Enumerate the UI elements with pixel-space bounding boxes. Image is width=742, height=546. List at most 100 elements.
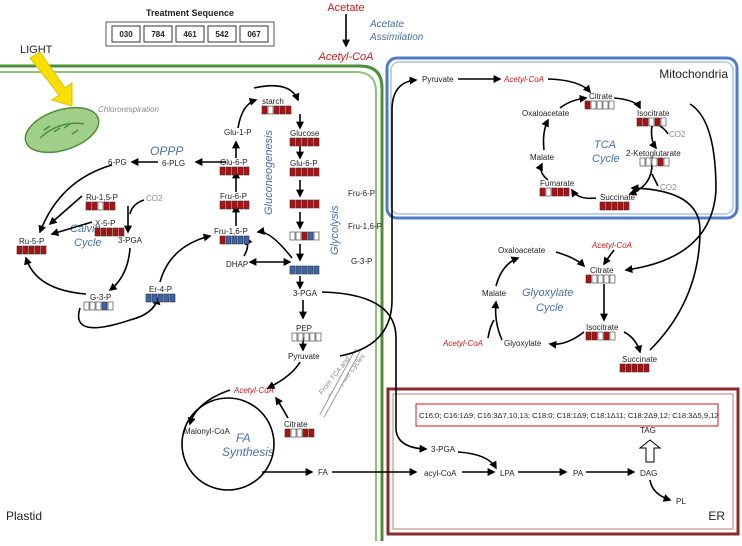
arrow-g3p-er4p [77,296,161,329]
fumarate-label: Fumarate [540,179,575,188]
heatmap-cell-succinate_mito [611,201,618,211]
pyruvate-mito-label: Pyruvate [422,75,454,84]
heatmap-cell-ketoglutarate [651,157,658,167]
heatmap-cell-isocitrate_gly [603,331,610,341]
er-metabolites: 3-PGA acyl-CoA LPA PA DAG TAG PL [424,426,686,506]
heatmap-cell-ru15p [97,201,104,211]
malonyl-coa-label: Malonyl-CoA [184,427,230,436]
ketoglutarate-label: 2-Ketoglutarate [626,149,681,158]
arrow-acetylcoa-citrate [547,78,592,94]
malate-mito-label: Malate [530,153,555,162]
heatmap-cell-isocitrate_mito [642,117,649,127]
heatmap-cell-fru16p_gly [289,231,296,241]
glucose-label: Glucose [290,129,320,138]
heatmap-cell-starch [273,105,280,115]
g3p-calvin-label: G-3-P [90,293,111,302]
heatmap-cell-ru5p [16,245,23,255]
heatmap-cell-fru6p_l [219,200,226,210]
treatment-code: 542 [215,30,229,39]
citrate-gly-label: Citrate [590,266,614,275]
heatmap-cell-dhap_gly [301,265,308,275]
acetyl-coa-plastid-label: Acetyl-CoA [233,386,274,395]
heatmap-cell-isocitrate_gly [597,331,604,341]
heatmap-cell-fumarate [557,187,564,197]
co2-mito-2-label: CO2 [660,183,677,192]
arrow-acetylcoa-citrate-gly [603,249,615,266]
heatmap-cell-citrate_mito [584,100,591,110]
light-arrow-icon [29,51,73,107]
heatmap-cell-fumarate [563,187,570,197]
pep-label: PEP [296,324,312,333]
heatmap-cell-fru16p_l [231,235,238,245]
arrow-glyoxylate-malate [491,300,503,341]
assimilation-line1: Acetate [369,19,404,30]
light-source: LIGHT [20,44,73,107]
lpa-label: LPA [500,469,515,478]
heatmap-cell-fru6p_l [243,200,250,210]
heatmap-cell-succinate_gly [643,363,650,373]
treatment-code-box [239,25,269,43]
treatment-code-box [143,25,173,43]
acetate-label: Acetate [327,2,364,14]
arrow-6pg-ru5p [38,164,113,234]
heatmap-cell-glu6p_r [301,167,308,177]
heatmap-cell-succinate_mito [617,201,624,211]
heatmap-cell-fru6p_gly [301,199,308,209]
heatmap-cell-citrate_gly [591,274,598,284]
heatmap-cell-x5p [112,227,119,237]
heatmap-cell-ketoglutarate [663,157,670,167]
heatmap-cell-ru5p [28,245,35,255]
fru16p-right-label: Fru-1,6-P [348,222,382,231]
heatmap-cell-er4p [151,293,158,303]
heatmap-cell-er4p [145,293,152,303]
heatmap-cell-succinate_mito [623,201,630,211]
fa-label-2: Synthesis [222,445,274,459]
fatty-acid-box [415,403,719,427]
heatmap-cell-fumarate [539,187,546,197]
heatmap-cell-succinate_gly [625,363,632,373]
assimilation-line2: Assimilation [369,32,424,43]
light-label: LIGHT [20,44,53,56]
arrow-acetylcoa-malate-gly [487,319,495,339]
heatmap-cell-fru16p_l [237,235,244,245]
arrow-acetylcoa-malonyl [187,389,231,426]
citrate-mito-label: Citrate [589,92,613,101]
heatmap-cell-citrate_mito [602,100,609,110]
heatmap-cell-pep [309,332,316,342]
heatmap-cell-succinate_mito [599,201,606,211]
fru6p-left-label: Fru-6-P [220,192,247,201]
arrow-3pga-lpa [457,451,497,470]
from-tca-arrow-inner [320,349,360,417]
heatmap-cell-er4p [163,293,170,303]
heatmap-cell-starch [267,105,274,115]
er-border [386,387,740,536]
heatmap-cell-glu6p_l [237,166,244,176]
arrow-co2-calvin [129,199,145,215]
heatmap-cell-fru6p_gly [313,199,320,209]
heatmap-strips [16,100,670,438]
heatmap-cell-ru5p [22,245,29,255]
arrow-isocitrate-succinate-gly [623,331,643,354]
isocitrate-gly-label: Isocitrate [586,323,619,332]
heatmap-cell-starch [261,105,268,115]
heatmap-cell-fru6p_gly [307,199,314,209]
succinate-mito-label: Succinate [600,193,636,202]
co2-mito-1-label: CO2 [669,130,686,139]
heatmap-cell-fru16p_l [225,235,232,245]
heatmap-cell-fumarate [545,187,552,197]
treatment-code: 067 [247,30,261,39]
plastid-membrane-inner [0,71,377,541]
heatmap-cell-citrate_gly [609,274,616,284]
treatment-code: 461 [183,30,197,39]
ru15p-label: Ru-1,5-P [86,193,118,202]
calvin-label-2: Cycle [74,237,102,249]
plastid-membrane-outer [0,64,384,541]
arrow-3pga-g3p [108,247,131,291]
heatmap-cell-isocitrate_mito [654,117,661,127]
glu6p-left-label: Glu-6-P [220,158,248,167]
heatmap-cell-g3p_calvin [95,301,102,311]
citrate-plastid-label: Citrate [284,420,308,429]
pl-label: PL [676,497,686,506]
glyoxylate-label: Glyoxylate [504,339,542,348]
